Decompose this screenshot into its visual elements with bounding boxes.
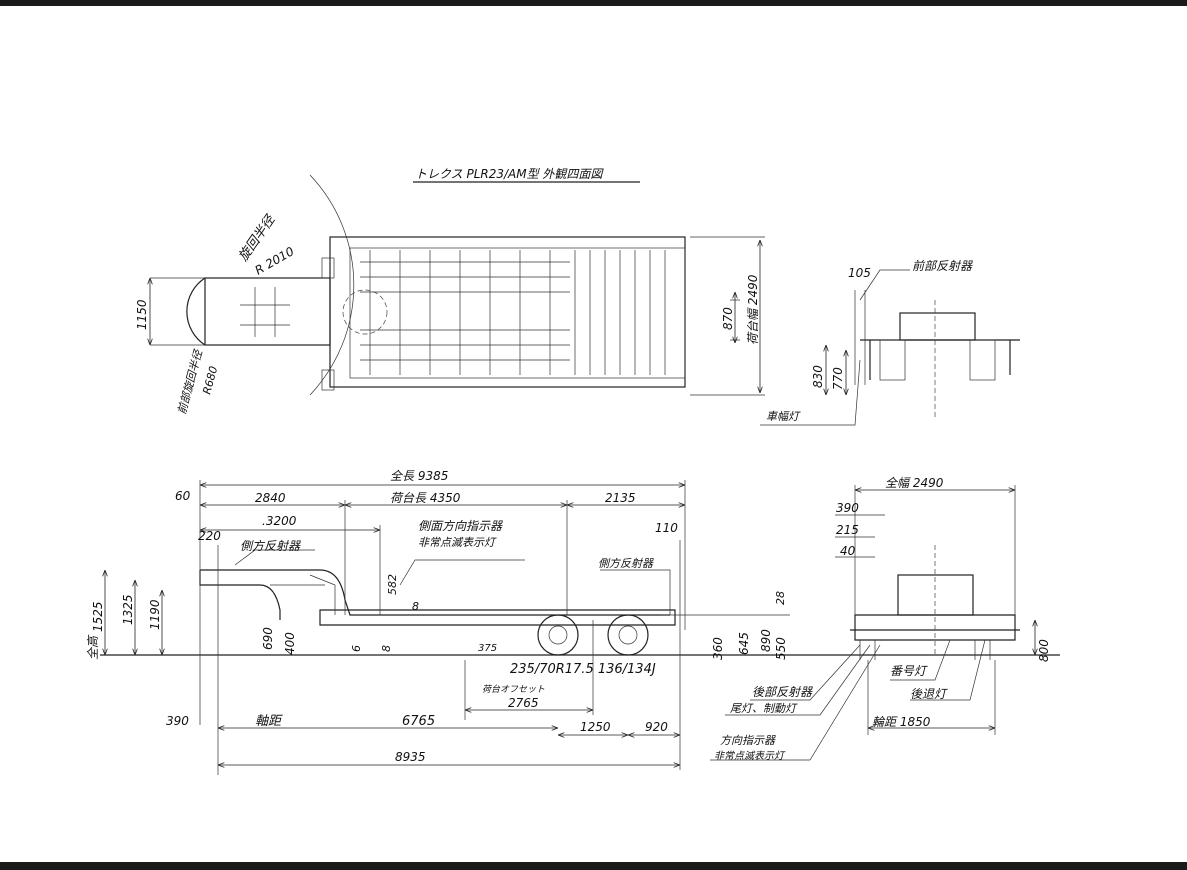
height-690-dim: 690 <box>261 627 275 650</box>
side-turn-signal-label: 側面方向指示器 <box>418 519 503 533</box>
height-830-dim: 830 <box>811 365 825 388</box>
overall-width-dim: 全幅 2490 <box>885 476 944 490</box>
dim-390-rear: 390 <box>836 501 859 515</box>
height-400-dim: 400 <box>283 632 297 655</box>
front-offset-dim: 105 <box>848 266 871 280</box>
gooseneck-length-dim: 2840 <box>255 491 286 505</box>
dim-375: 375 <box>478 643 497 654</box>
front-reflector-label: 前部反射器 <box>912 259 973 273</box>
dim-6: 6 <box>350 645 363 652</box>
top-border <box>0 0 1187 6</box>
overall-height-dim: 1525 <box>91 601 105 632</box>
side-reflector-rear-label: 側方反射器 <box>598 557 654 570</box>
axle-spread-dim: 1250 <box>580 720 611 734</box>
side-reflector-front-label: 側方反射器 <box>240 539 301 553</box>
deck-offset-dim: 2765 <box>508 696 539 710</box>
height-550-dim: 550 <box>774 637 788 660</box>
deck-length-dim: 荷台長 4350 <box>390 491 461 505</box>
hazard-indicator-side-label: 非常点滅表示灯 <box>418 536 497 549</box>
wheelbase-label: 軸距 <box>255 714 283 729</box>
front-220-dim: 220 <box>198 529 221 543</box>
rear-110-dim: 110 <box>655 521 678 535</box>
kingpin-offset-dim: .3200 <box>262 514 297 528</box>
kingpin-width-dim: 1150 <box>135 299 149 330</box>
height-645-dim: 645 <box>737 632 751 655</box>
height-800-dim: 800 <box>1037 639 1051 662</box>
dim-390-side: 390 <box>166 714 189 728</box>
dim-40: 40 <box>840 544 856 558</box>
top-view <box>150 174 765 396</box>
deck-width-dim: 荷台幅 2490 <box>746 274 760 345</box>
deck-offset-label: 荷台オフセット <box>482 684 545 695</box>
dim-28: 28 <box>774 591 787 605</box>
front-view <box>760 269 1020 426</box>
drawing-title: トレクス PLR23/AM型 外観四面図 <box>415 167 604 181</box>
turning-radius-value: R 2010 <box>253 244 297 278</box>
side-marker-lamp-label: 車幅灯 <box>766 410 801 423</box>
bottom-border <box>0 862 1187 870</box>
dim-8a: 8 <box>412 600 419 613</box>
rear-overhang-dim: 920 <box>645 720 668 734</box>
rear-length-dim: 2135 <box>605 491 636 505</box>
height-1325-dim: 1325 <box>121 594 135 625</box>
height-582-dim: 582 <box>386 574 399 595</box>
height-1190-dim: 1190 <box>148 599 162 630</box>
wheelbase-dim: 6765 <box>402 714 435 729</box>
front-turning-radius-label: 前部旋回半径 <box>175 348 205 416</box>
tail-brake-lamp-label: 尾灯、制動灯 <box>730 702 798 715</box>
hazard-indicator-rear-label: 非常点滅表示灯 <box>714 750 786 762</box>
front-turning-radius-value: R680 <box>200 365 220 396</box>
front-overhang-dim: 60 <box>175 489 191 503</box>
dim-8b: 8 <box>380 645 393 652</box>
height-770-dim: 770 <box>831 367 845 390</box>
overall-height-label: 全高 <box>86 634 100 660</box>
total-8935-dim: 8935 <box>395 750 426 764</box>
side-view <box>100 480 1060 775</box>
track-width-dim: 輪距 1850 <box>872 715 931 729</box>
overall-length-dim: 全長 9385 <box>390 469 448 483</box>
rear-view <box>710 485 1035 761</box>
license-lamp-label: 番号灯 <box>890 664 928 678</box>
inner-width-dim: 870 <box>721 307 735 330</box>
rear-reflector-label: 後部反射器 <box>752 685 813 699</box>
turn-signal-label: 方向指示器 <box>720 734 776 747</box>
reverse-lamp-label: 後退灯 <box>910 687 948 701</box>
height-360-dim: 360 <box>711 637 725 660</box>
height-890-dim: 890 <box>759 629 773 652</box>
dim-215: 215 <box>836 523 859 537</box>
tire-spec: 235/70R17.5 136/134J <box>510 662 656 677</box>
